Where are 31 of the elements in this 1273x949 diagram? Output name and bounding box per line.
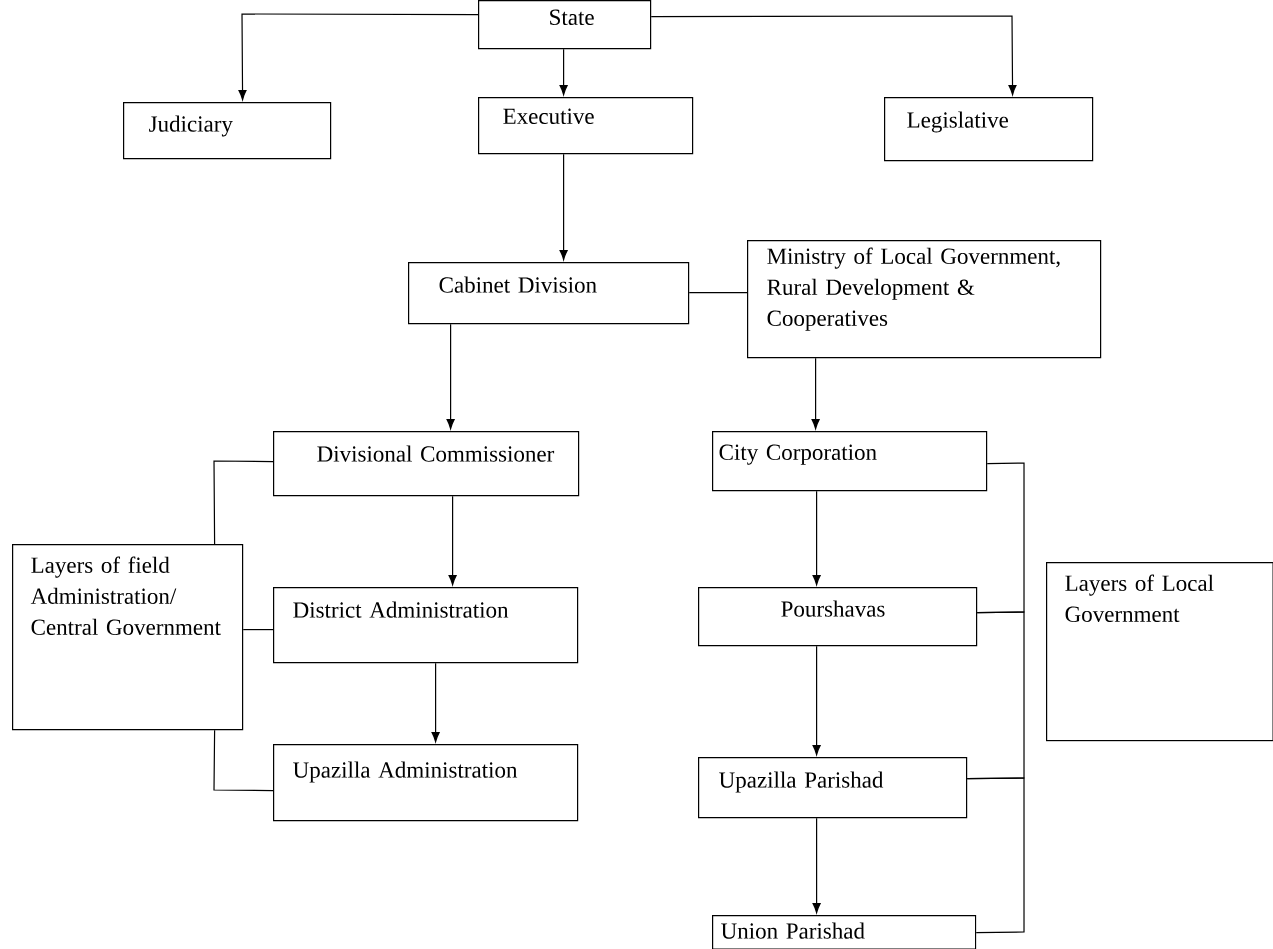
connector-line — [213, 729, 274, 792]
connector-line — [966, 777, 1025, 934]
org-box: Ministry of Local Government, Rural Development & Cooperatives — [747, 240, 1102, 359]
org-box: State — [478, 0, 652, 50]
org-box: City Corporation — [712, 431, 988, 492]
org-box: Upazilla Parishad — [698, 757, 968, 819]
arrow — [650, 15, 1017, 96]
org-box: Divisional Commissioner — [273, 431, 580, 497]
org-box: Cabinet Division — [408, 262, 690, 325]
org-box: Judiciary — [123, 102, 332, 160]
arrow — [812, 490, 821, 586]
org-box: Layers of Local Government — [1046, 562, 1273, 742]
org-box: Pourshavas — [698, 587, 978, 647]
arrow — [811, 357, 820, 430]
connector-line — [242, 629, 274, 631]
org-box: District Administration — [273, 587, 579, 664]
connector-line — [213, 460, 274, 545]
org-box: Upazilla Administration — [273, 744, 579, 822]
arrow — [446, 323, 455, 430]
arrow — [559, 153, 568, 261]
arrow — [431, 662, 440, 743]
arrow — [448, 495, 457, 586]
org-box: Executive — [478, 97, 694, 155]
org-box: Layers of field Administration/ Central Government — [12, 544, 244, 731]
arrow — [559, 48, 568, 96]
org-box: Legislative — [884, 97, 1094, 162]
org-box: Union Parishad — [712, 915, 977, 949]
arrow — [812, 645, 821, 756]
connector-line — [688, 292, 748, 294]
arrow — [238, 13, 479, 101]
arrow — [812, 817, 821, 914]
